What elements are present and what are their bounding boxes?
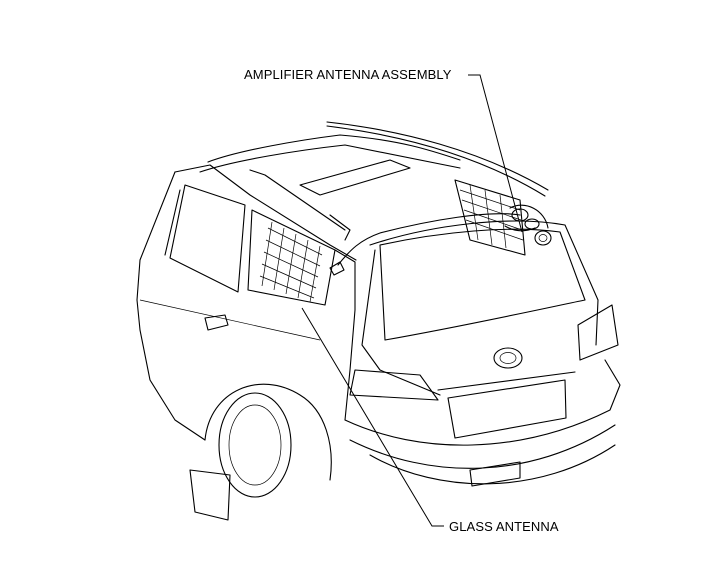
vehicle-body [136,164,621,521]
glass-antenna-leader-line [301,307,444,527]
glass-antenna-grid [259,221,323,303]
amplifier-assembly [504,204,552,246]
antenna-wire [329,213,521,276]
amplifier-antenna-label: AMPLIFIER ANTENNA ASSEMBLY [244,67,452,82]
roof-rails [199,121,549,241]
glass-antenna-label: GLASS ANTENNA [449,519,559,534]
amplifier-leader-line [468,74,523,233]
rear-window-antenna-grid [454,179,526,256]
